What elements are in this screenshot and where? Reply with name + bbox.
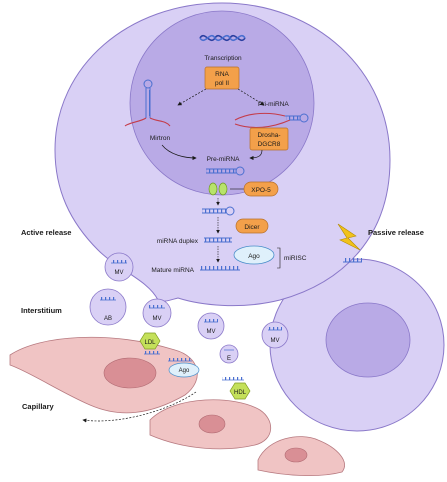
drosha-label-1: Drosha- — [257, 132, 280, 139]
exosome: E — [219, 344, 239, 364]
hdl-particle: HDL — [222, 377, 251, 400]
arrow-to-pri-mirna — [237, 88, 265, 106]
arrow-drosha-to-pre — [249, 149, 263, 161]
mirisc-label: miRISC — [284, 255, 307, 262]
apoptotic-body: AB — [89, 288, 127, 326]
pri-mirna-label: Pri-miRNA — [258, 101, 289, 108]
dicer-box — [235, 218, 269, 234]
mv-label-4: MV — [271, 338, 280, 344]
drosha-box — [249, 127, 289, 151]
rna-pol-label-1: RNA — [215, 71, 229, 78]
pri-mirna-icon — [234, 112, 309, 129]
xpo5-label: XPO-5 — [251, 187, 271, 194]
mv-vesicle-right: MV — [261, 321, 289, 349]
arrow-into-capillary — [82, 391, 197, 423]
mirna-duplex-label: miRNA duplex — [157, 238, 199, 245]
passive-mirna-icon — [343, 258, 362, 263]
ldl-particle: LDL — [139, 332, 161, 355]
passive-release-cell — [269, 258, 445, 432]
arrow-mirtron-to-pre — [161, 144, 197, 161]
mv-vesicle-budding-left: MV — [104, 252, 134, 282]
capillary-cell-1 — [9, 336, 198, 414]
lightning-icon — [337, 223, 361, 251]
mature-mirna-icon — [200, 266, 240, 271]
cytoplasmic-pre-mirna-icon — [202, 206, 235, 216]
pre-mirna-icon — [206, 166, 245, 176]
mv-vesicle-interstitium: MV — [197, 312, 225, 340]
ago-free-complex: Ago — [168, 358, 200, 378]
mirna-duplex-icon — [204, 237, 232, 243]
ab-label: AB — [104, 316, 112, 322]
ldl-label: LDL — [144, 340, 156, 346]
mature-mirna-label: Mature miRNA — [151, 267, 194, 274]
donor-cell — [54, 2, 391, 307]
mv-label-2: MV — [153, 316, 162, 322]
capillary-nucleus-2 — [198, 414, 226, 434]
passive-release-label: Passive release — [368, 228, 424, 237]
mirtron-hairpin-icon — [124, 79, 171, 127]
mv-label-3: MV — [207, 329, 216, 335]
ago-ellipse — [233, 245, 275, 265]
mv-vesicle-budding-bottom: MV — [142, 298, 172, 328]
hdl-label: HDL — [234, 390, 247, 396]
active-release-label: Active release — [21, 228, 71, 237]
rna-pol-box — [204, 66, 240, 90]
dna-helix-icon — [199, 34, 246, 42]
ago-free-label: Ago — [179, 368, 190, 374]
mv-label-1: MV — [115, 270, 124, 276]
arrow-to-mirtron — [177, 88, 207, 106]
mirisc-bracket — [277, 247, 281, 269]
capillary-nucleus-1 — [103, 357, 157, 389]
capillary-nucleus-3 — [284, 447, 308, 463]
ago-label: Ago — [248, 253, 260, 260]
e-label: E — [227, 356, 231, 362]
interstitium-label: Interstitium — [21, 306, 62, 315]
xpo5-channel-icon — [208, 182, 228, 196]
rna-pol-label-2: pol II — [215, 80, 229, 87]
pre-mirna-label: Pre-miRNA — [207, 156, 241, 163]
transcription-label: Transcription — [204, 55, 242, 62]
capillary-cells — [9, 336, 345, 477]
passive-cell-nucleus — [325, 302, 411, 378]
xpo5-box — [243, 181, 279, 197]
drosha-label-2: DGCR8 — [258, 141, 281, 148]
mirtron-label: Mirtron — [150, 135, 171, 142]
dicer-label: Dicer — [244, 224, 260, 231]
capillary-label: Capillary — [22, 402, 55, 411]
